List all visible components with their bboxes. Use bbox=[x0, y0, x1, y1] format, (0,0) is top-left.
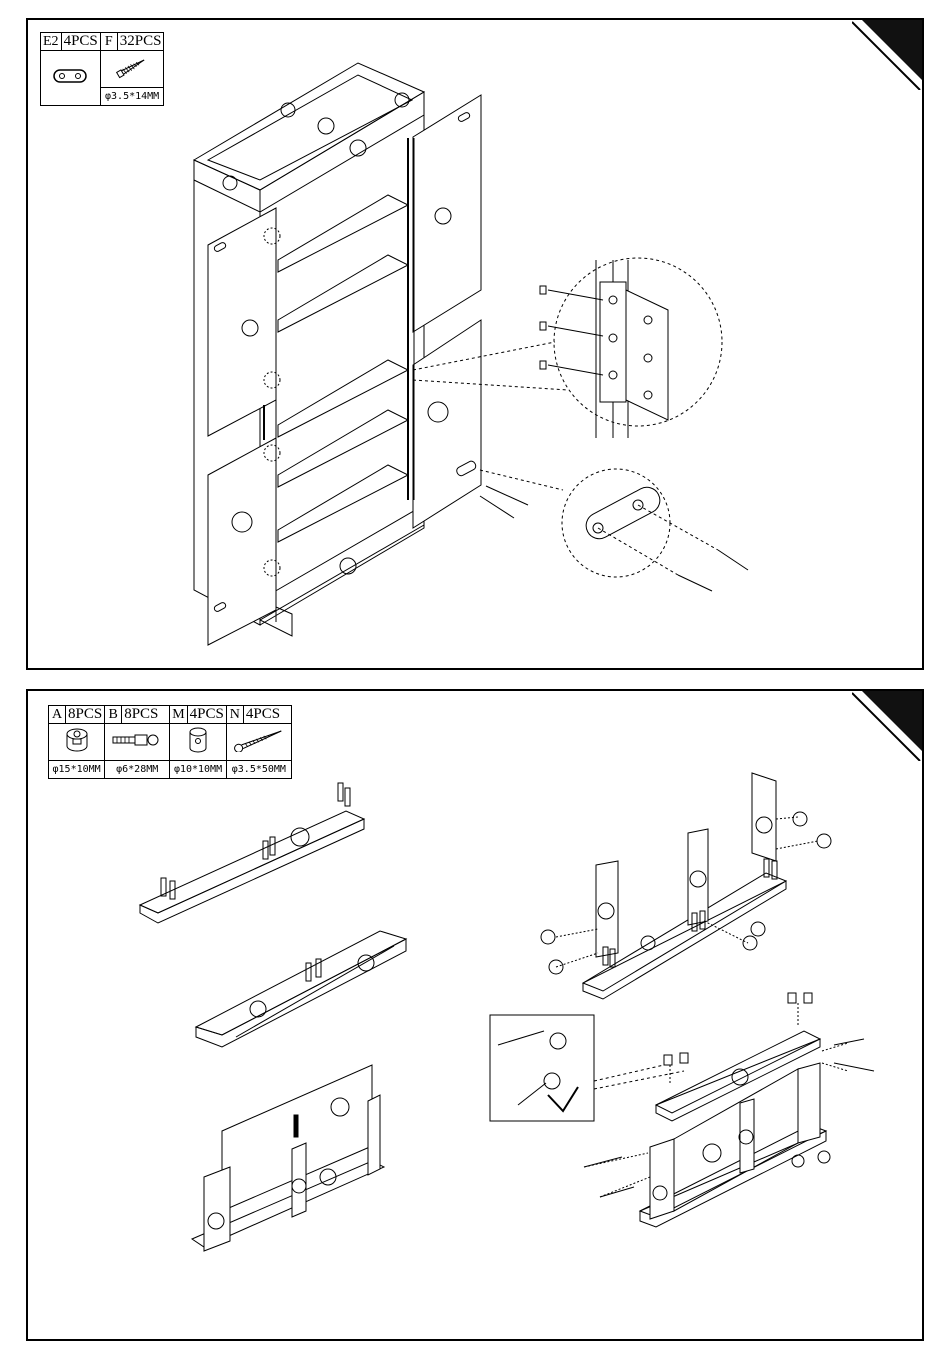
carcass-assembly-drawing bbox=[28, 691, 922, 1339]
door-assembly-drawing bbox=[28, 20, 922, 668]
assembly-step-carcass: A 8PCS B 8PCS M 4PCS N 4PCS φ15*10MM bbox=[26, 689, 924, 1341]
assembly-step-doors: E2 4PCS F 32PCS φ3.5*14MM bbox=[26, 18, 924, 670]
